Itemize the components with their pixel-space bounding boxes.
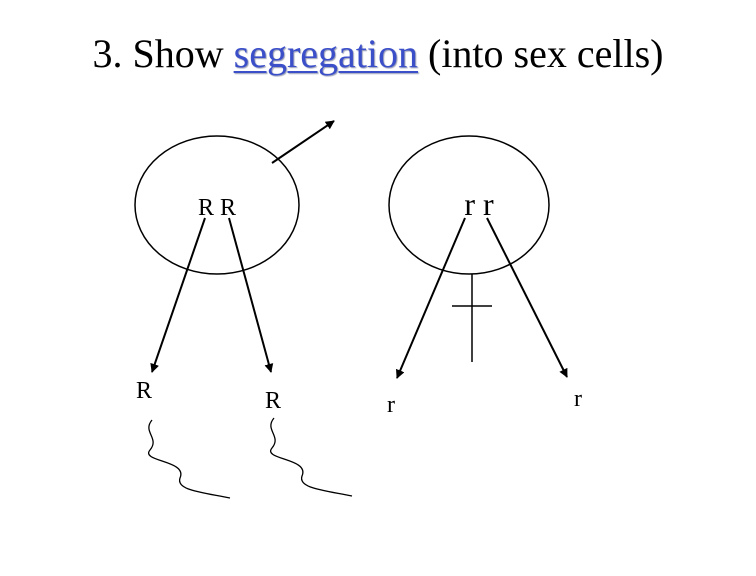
sperm-tail-2 [269, 417, 353, 497]
sperm-tail-1 [147, 419, 231, 499]
gamete-label-1: R [136, 378, 152, 404]
parent-cell-right [388, 135, 550, 275]
arrow-right-1 [396, 217, 466, 379]
parent-cell-left [134, 135, 300, 275]
title-suffix: (into sex cells) [428, 31, 664, 76]
parent-left-genotype: R R [198, 195, 236, 221]
gamete-label-4: r [574, 386, 582, 412]
gamete-label-3: r [387, 392, 395, 418]
male-cross-icon [452, 274, 492, 362]
pointer-arrow [271, 120, 335, 164]
arrow-right-2 [486, 217, 568, 378]
slide-title: 3. Show segregation (into sex cells) [0, 30, 756, 78]
gamete-label-2: R [265, 388, 281, 414]
parent-right-genotype: r r [464, 186, 494, 222]
arrow-left-2 [228, 217, 274, 373]
title-highlight-link[interactable]: segregation [233, 31, 418, 76]
arrow-left-1 [150, 217, 206, 373]
title-prefix: 3. Show [92, 31, 224, 76]
